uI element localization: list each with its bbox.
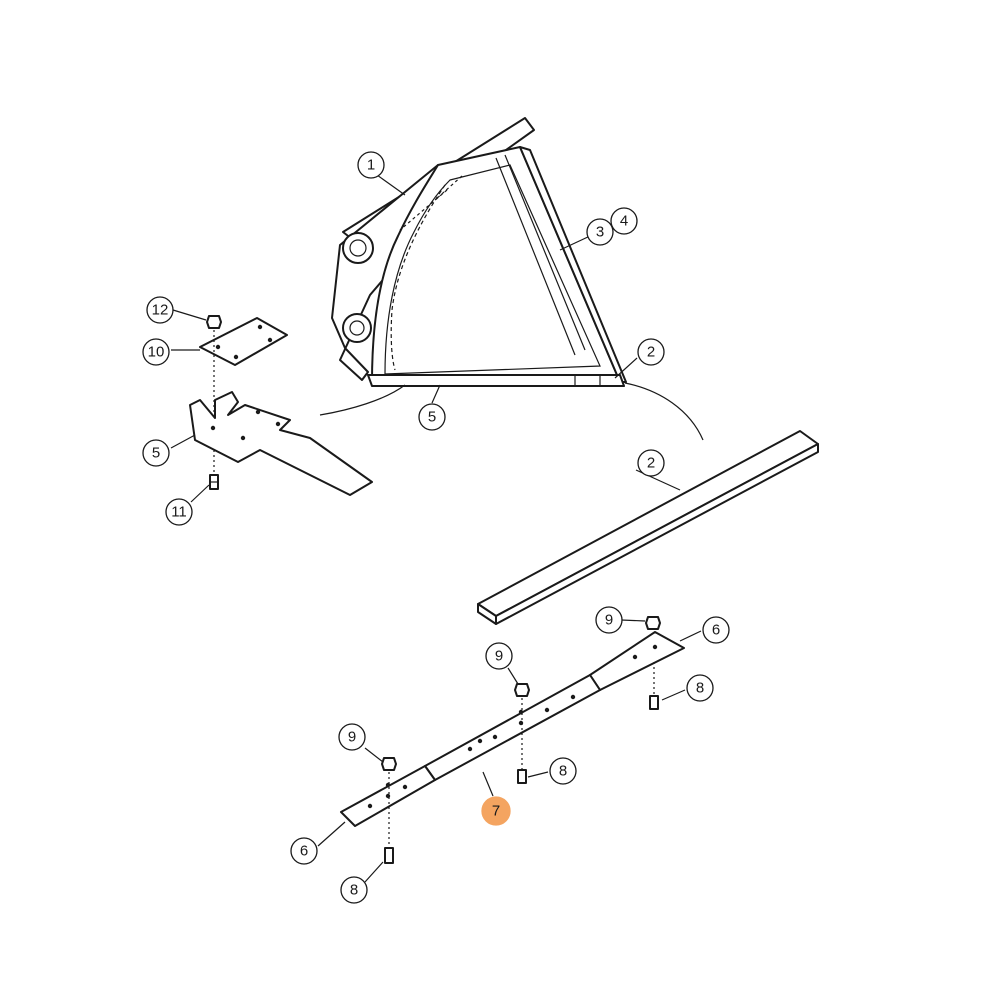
- nut-9-middle[interactable]: [514, 683, 530, 697]
- side-cutter-plate-5[interactable]: [189, 391, 373, 496]
- callout-8-left[interactable]: 8: [340, 876, 368, 904]
- nut-9-right[interactable]: [645, 616, 661, 630]
- callout-6-right[interactable]: 6: [702, 616, 730, 644]
- callout-1[interactable]: 1: [357, 151, 385, 179]
- svg-text:8: 8: [696, 680, 704, 697]
- svg-text:6: 6: [300, 843, 308, 860]
- svg-text:10: 10: [148, 344, 165, 361]
- edge-segment-6-right[interactable]: [589, 631, 685, 691]
- callout-5-bucket[interactable]: 5: [418, 403, 446, 431]
- leader-lines: [170, 174, 702, 883]
- callout-6-left[interactable]: 6: [290, 837, 318, 865]
- callout-9-middle[interactable]: 9: [485, 642, 513, 670]
- svg-text:12: 12: [152, 302, 169, 319]
- callout-8-middle[interactable]: 8: [549, 757, 577, 785]
- callout-3[interactable]: 3: [586, 218, 614, 246]
- svg-text:9: 9: [495, 648, 503, 665]
- svg-text:8: 8: [350, 882, 358, 899]
- svg-text:2: 2: [647, 455, 655, 472]
- bucket-assembly[interactable]: [331, 117, 627, 387]
- svg-text:2: 2: [647, 344, 655, 361]
- callout-9-left[interactable]: 9: [338, 723, 366, 751]
- edge-segment-6-left[interactable]: [340, 765, 436, 827]
- wear-plate-10[interactable]: [199, 317, 288, 366]
- callout-4[interactable]: 4: [610, 207, 638, 235]
- callout-5-plate[interactable]: 5: [142, 439, 170, 467]
- callout-12[interactable]: 12: [146, 296, 174, 324]
- bolt-8-right[interactable]: [649, 695, 659, 710]
- svg-text:11: 11: [171, 504, 187, 521]
- svg-text:9: 9: [605, 612, 613, 629]
- callout-2-bucket[interactable]: 2: [637, 338, 665, 366]
- callout-11[interactable]: 11: [165, 498, 193, 526]
- bolt-11[interactable]: [209, 474, 219, 490]
- svg-text:4: 4: [620, 213, 628, 230]
- svg-text:3: 3: [596, 224, 604, 241]
- bolt-8-left[interactable]: [384, 847, 394, 864]
- svg-text:7: 7: [492, 803, 500, 820]
- svg-text:5: 5: [152, 445, 160, 462]
- svg-text:6: 6: [712, 622, 720, 639]
- nut-12[interactable]: [206, 315, 222, 329]
- callout-2-edge[interactable]: 2: [637, 449, 665, 477]
- svg-text:9: 9: [348, 729, 356, 746]
- callout-7-highlighted[interactable]: 7: [481, 796, 511, 826]
- cutting-edge-2[interactable]: [477, 430, 819, 625]
- svg-text:8: 8: [559, 763, 567, 780]
- callout-8-right[interactable]: 8: [686, 674, 714, 702]
- callout-10[interactable]: 10: [142, 338, 170, 366]
- svg-text:5: 5: [428, 409, 436, 426]
- bolt-8-middle[interactable]: [517, 769, 527, 784]
- nut-9-left[interactable]: [381, 757, 397, 771]
- callout-9-right[interactable]: 9: [595, 606, 623, 634]
- svg-text:1: 1: [367, 157, 375, 174]
